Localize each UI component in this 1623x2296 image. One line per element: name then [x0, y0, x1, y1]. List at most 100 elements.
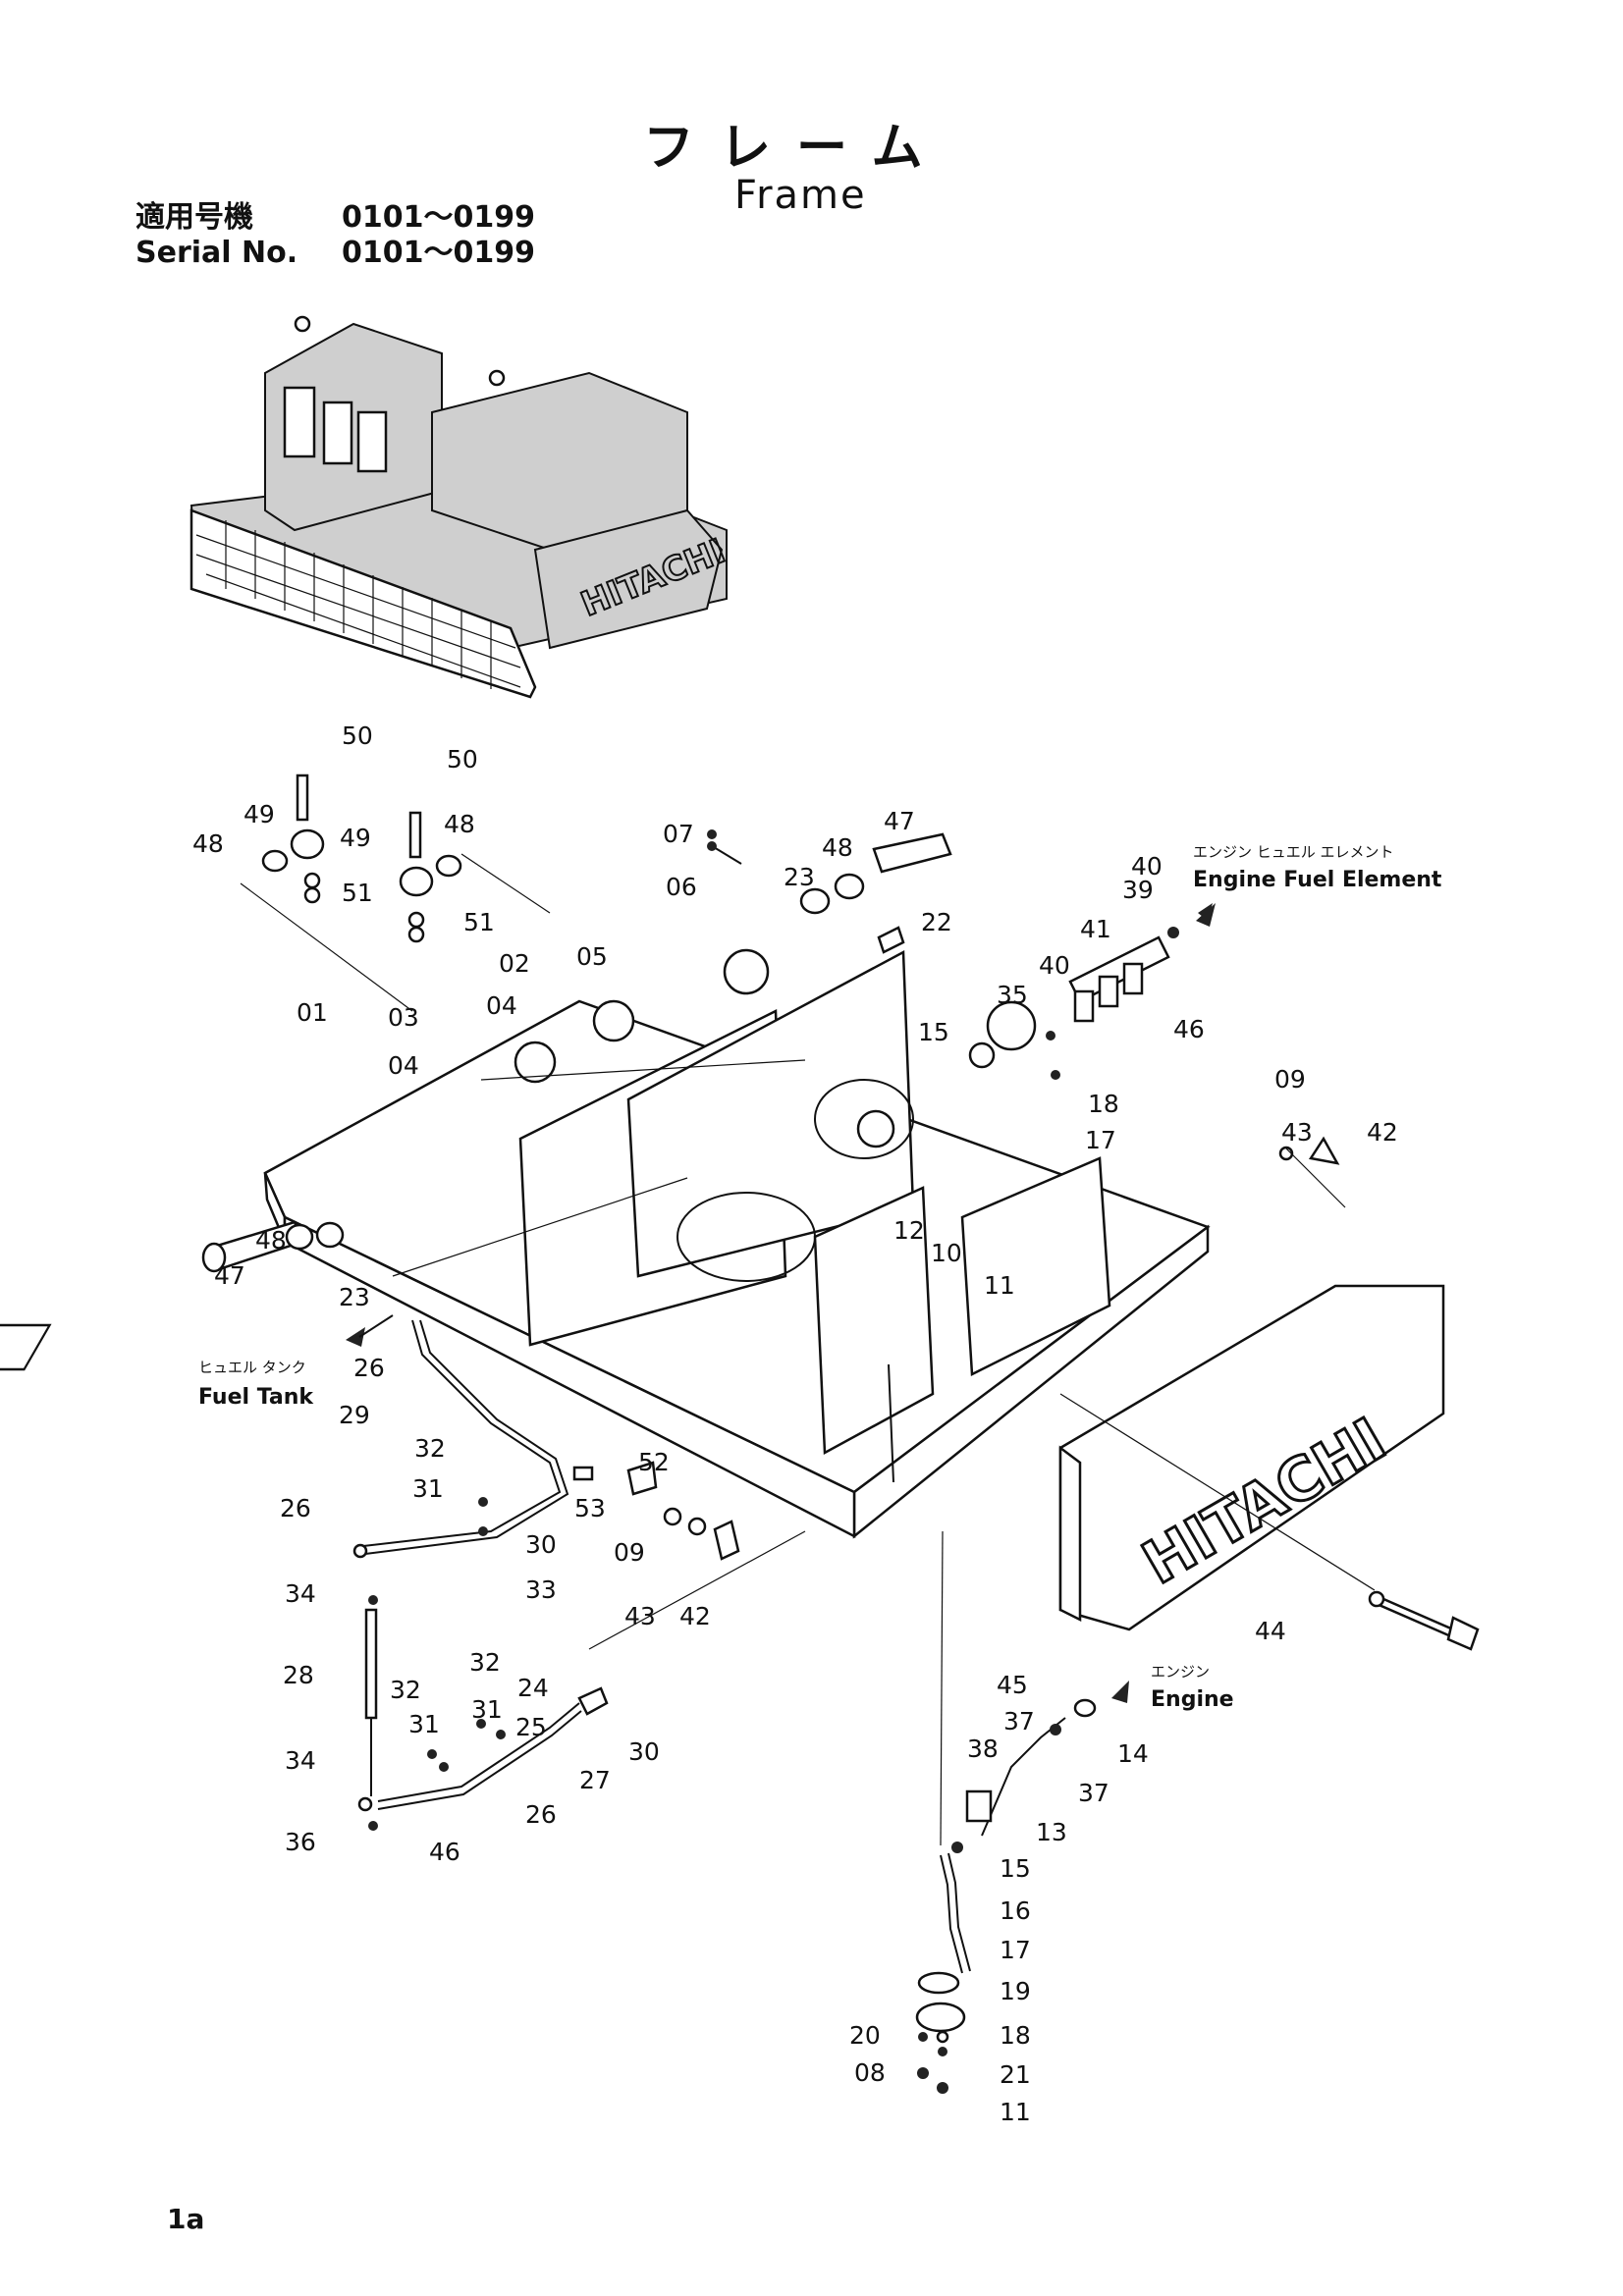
part-callouts: 50 49 48 50 49 48 51 51 07 06 23 48 47 2… [192, 721, 1398, 2126]
callout-label: 29 [339, 1401, 370, 1429]
callout-label: 20 [849, 2021, 881, 2050]
callout-label: 17 [1000, 1936, 1031, 1964]
callout-label: 53 [574, 1494, 606, 1522]
engine-fuel-line [915, 1590, 1480, 2094]
callout-label: 03 [388, 1003, 419, 1032]
serial-label-english: Serial No. [135, 236, 298, 270]
callout-label: 23 [784, 863, 815, 891]
callout-label: 02 [499, 949, 530, 978]
fuel-lines [352, 1319, 740, 1831]
fuel-element-bracket [968, 903, 1340, 1165]
callout-label: 41 [1080, 915, 1111, 943]
callout-label: 32 [414, 1434, 446, 1463]
engine-label-japanese: エンジン [1151, 1663, 1210, 1681]
callout-label: 08 [854, 2058, 886, 2087]
callout-label: 52 [638, 1448, 670, 1476]
callout-label: 05 [576, 942, 608, 971]
callout-label: 44 [1255, 1617, 1286, 1645]
callout-label: 47 [214, 1261, 245, 1290]
destination-labels: エンジン ヒュエル エレメント Engine Fuel Element ヒュエル… [198, 843, 1442, 1712]
callout-label: 10 [931, 1239, 962, 1267]
arrow-to-engine-fuel-element-icon [1196, 903, 1216, 927]
fuel-tank-label-japanese: ヒュエル タンク [198, 1359, 306, 1376]
callout-label: 19 [1000, 1977, 1031, 2005]
callout-label: 51 [463, 908, 495, 936]
callout-label: 48 [192, 829, 224, 858]
callout-label: 35 [997, 981, 1028, 1009]
callout-label: 39 [1122, 876, 1154, 904]
callout-label: 42 [679, 1602, 711, 1630]
callout-label: 24 [517, 1674, 549, 1702]
revolving-frame-outline [0, 948, 1211, 1539]
callout-label: 18 [1000, 2021, 1031, 2050]
callout-label: 32 [469, 1648, 501, 1677]
callout-label: 43 [624, 1602, 656, 1630]
callout-label: 31 [471, 1695, 503, 1724]
track-links [225, 520, 492, 689]
arrow-to-engine-icon [1111, 1681, 1129, 1703]
engine-label-english: Engine [1151, 1687, 1234, 1712]
serial-line-english: Serial No. 0101～0199 [135, 228, 535, 271]
callout-label: 45 [997, 1671, 1028, 1699]
callout-label: 51 [342, 879, 373, 907]
callout-label: 13 [1036, 1818, 1067, 1846]
callout-label: 22 [921, 908, 952, 936]
serial-range-japanese: 0101～0199 [342, 200, 535, 235]
callout-label: 14 [1117, 1739, 1149, 1768]
arrow-to-fuel-tank-icon [346, 1327, 365, 1347]
callout-label: 16 [1000, 1896, 1031, 1925]
callout-label: 09 [614, 1538, 645, 1567]
callout-label: 49 [243, 800, 275, 828]
boom-pin-hardware [201, 774, 952, 1273]
serial-label-japanese: 適用号機 [135, 200, 253, 235]
callout-label: 04 [388, 1051, 419, 1080]
callout-label: 23 [339, 1283, 370, 1311]
engine-fuel-element-label-english: Engine Fuel Element [1193, 868, 1442, 892]
callout-label: 43 [1281, 1118, 1313, 1147]
callout-label: 48 [444, 810, 475, 838]
callout-label: 50 [447, 745, 478, 774]
callout-label: 33 [525, 1575, 557, 1604]
counterweight: HITACHI [1058, 1284, 1445, 1631]
page-title-japanese: フレーム [643, 119, 948, 178]
callout-label: 07 [663, 820, 694, 848]
callout-label: 34 [285, 1746, 316, 1775]
callout-label: 46 [429, 1838, 460, 1866]
direction-arrows [346, 903, 1216, 1703]
callout-label: 12 [893, 1216, 925, 1245]
callout-label: 34 [285, 1579, 316, 1608]
callout-label: 36 [285, 1828, 316, 1856]
excavator-illustration: HITACHI [189, 315, 731, 699]
callout-label: 40 [1131, 852, 1163, 881]
callout-label: 37 [1078, 1779, 1109, 1807]
callout-label: 25 [515, 1713, 547, 1741]
callout-label: 28 [283, 1661, 314, 1689]
callout-label: 31 [412, 1474, 444, 1503]
callout-label: 06 [666, 873, 697, 901]
callout-label: 04 [486, 991, 517, 1020]
callout-label: 09 [1274, 1065, 1306, 1094]
callout-label: 30 [525, 1530, 557, 1559]
page-number: 1a [167, 2203, 205, 2235]
callout-label: 37 [1003, 1707, 1035, 1735]
callout-label: 18 [1088, 1090, 1119, 1118]
callout-label: 26 [525, 1800, 557, 1829]
callout-label: 01 [297, 998, 328, 1027]
callout-label: 30 [628, 1737, 660, 1766]
callout-label: 26 [280, 1494, 311, 1522]
callout-label: 15 [1000, 1854, 1031, 1883]
fuel-tank-label-english: Fuel Tank [198, 1385, 314, 1410]
callout-label: 11 [984, 1271, 1015, 1300]
page-title-english: Frame [734, 173, 867, 218]
callout-label: 38 [967, 1735, 999, 1763]
serial-range-english: 0101～0199 [342, 236, 535, 270]
callout-label: 11 [1000, 2098, 1031, 2126]
callout-label: 15 [918, 1018, 949, 1046]
callout-label: 48 [255, 1226, 287, 1255]
callout-label: 21 [1000, 2060, 1031, 2089]
callout-label: 31 [408, 1710, 440, 1738]
callout-label: 27 [579, 1766, 611, 1794]
callout-label: 48 [822, 833, 853, 862]
callout-label: 47 [884, 807, 915, 835]
